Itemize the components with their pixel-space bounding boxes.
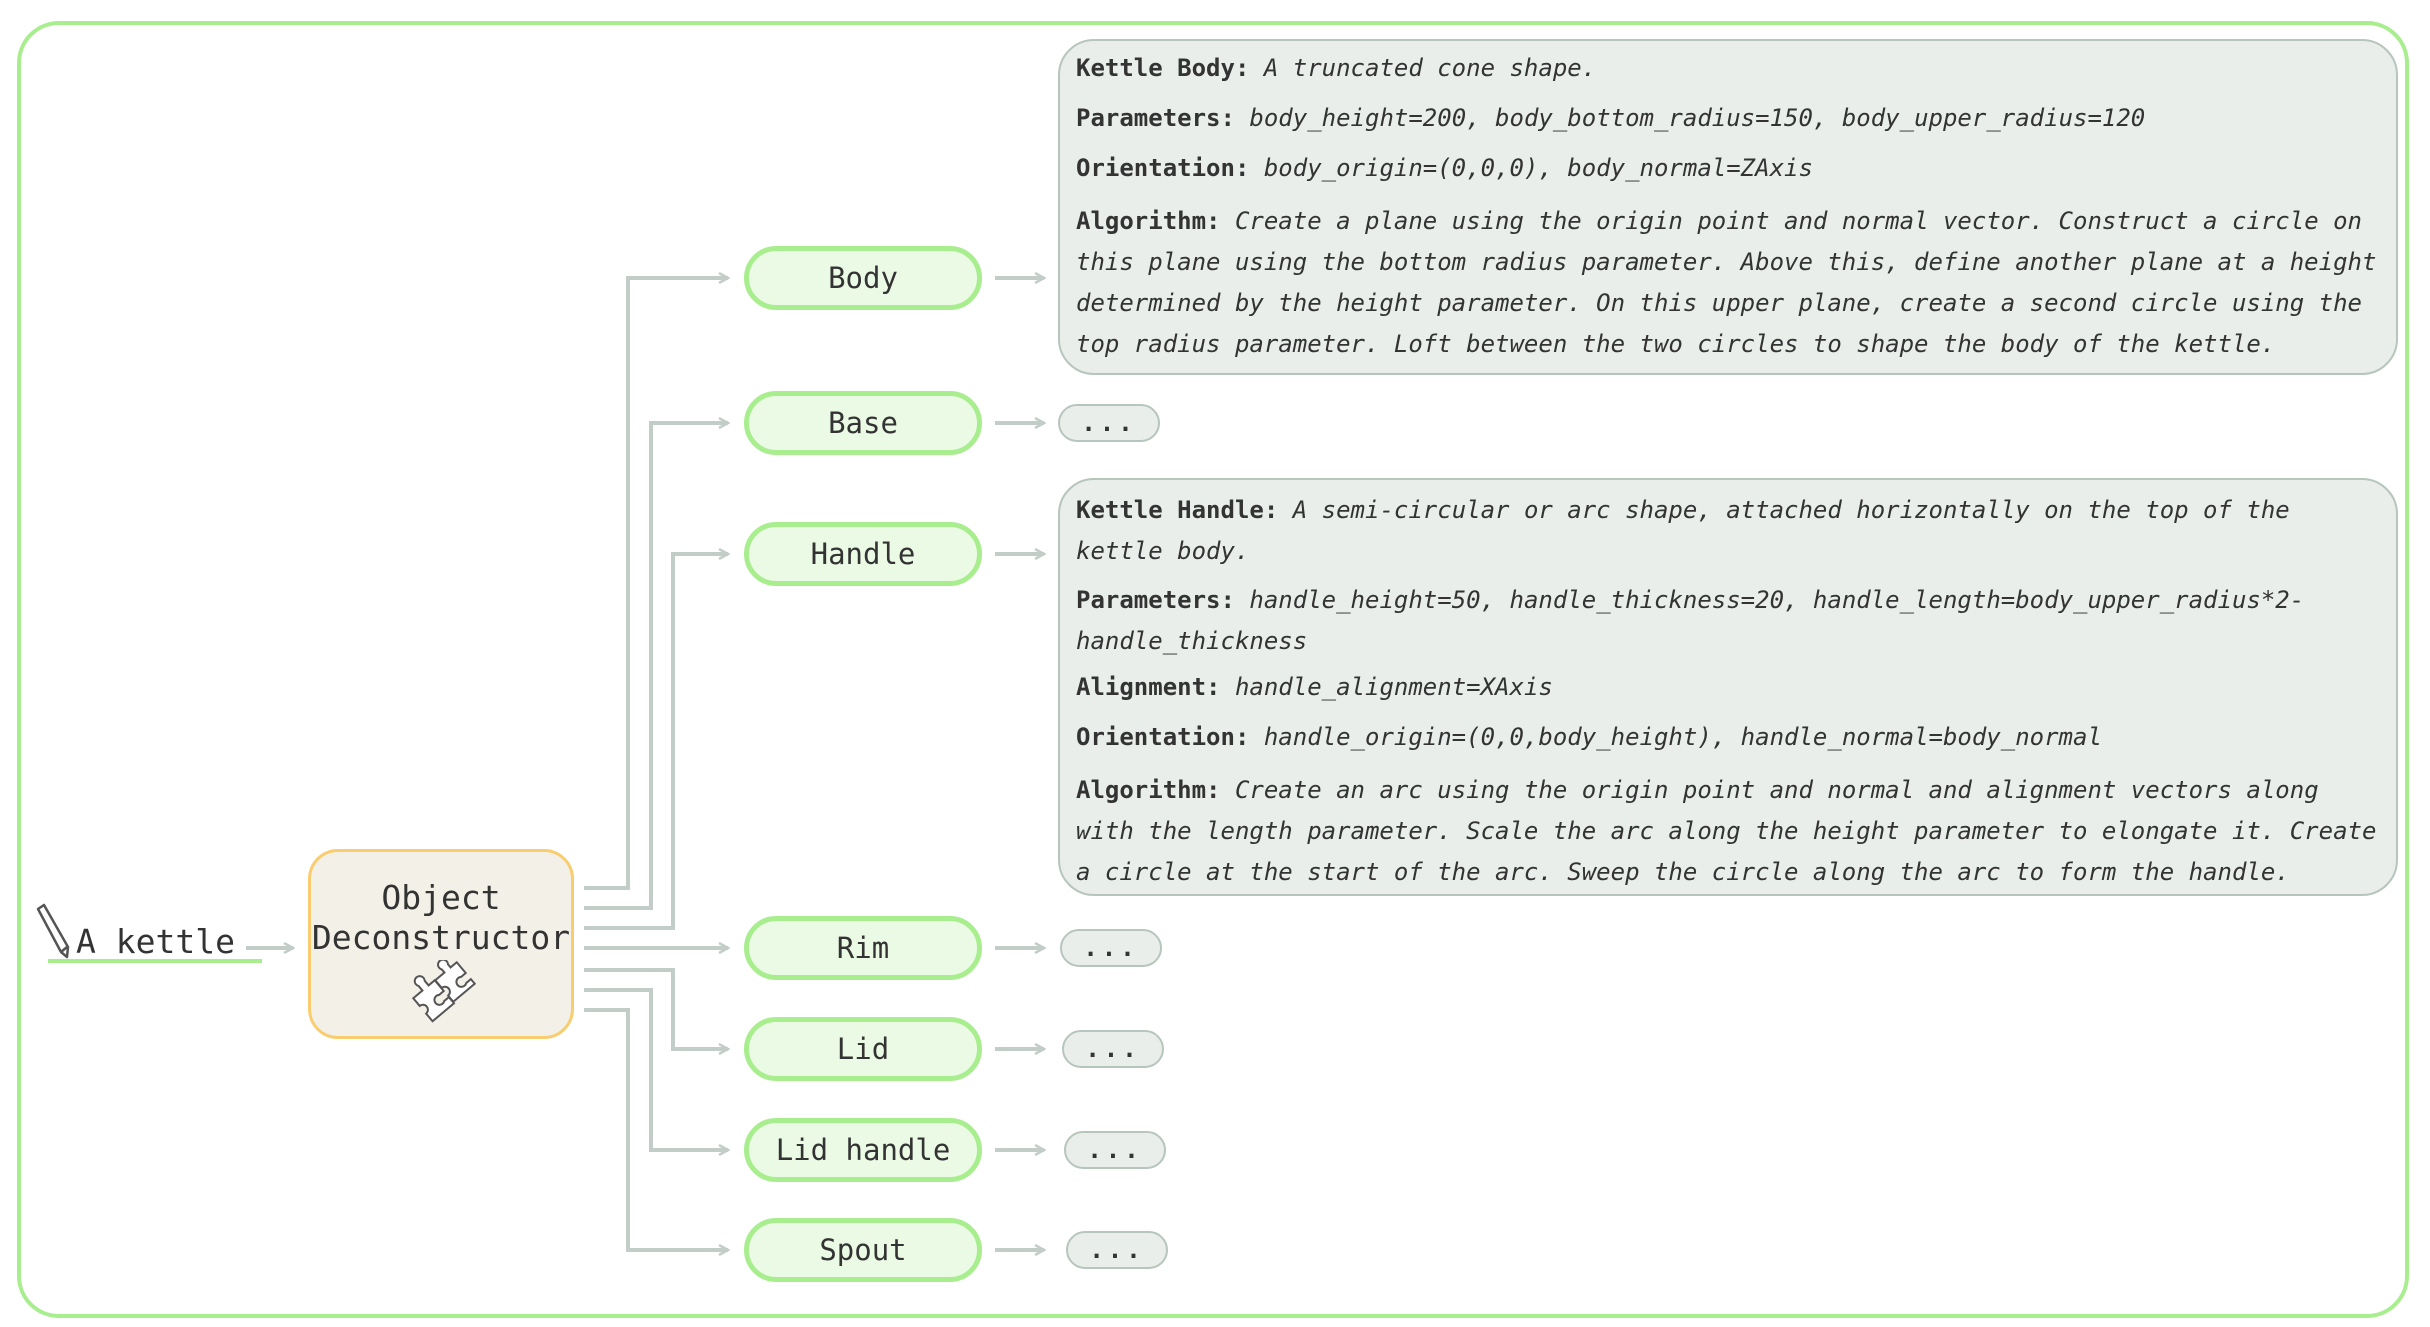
outer-frame (17, 21, 2409, 1318)
part-node-rim: Rim (744, 916, 982, 980)
deconstructor-label-line2: Deconstructor (311, 918, 571, 957)
body-detail-box: Kettle Body: A truncated cone shape. Par… (1058, 39, 2398, 375)
body-detail-orientation: Orientation: body_origin=(0,0,0), body_n… (1076, 151, 2382, 185)
part-node-lid-handle: Lid handle (744, 1118, 982, 1182)
body-orient-key: Orientation: (1076, 154, 1250, 182)
lid-handle-detail-ellipsis: ... (1064, 1131, 1166, 1169)
part-node-handle: Handle (744, 522, 982, 586)
body-detail-algorithm: Algorithm: Create a plane using the orig… (1076, 201, 2382, 365)
handle-align-value: handle_alignment=XAxis (1234, 673, 1553, 701)
handle-detail-box: Kettle Handle: A semi-circular or arc sh… (1058, 478, 2398, 896)
handle-detail-title: Kettle Handle: A semi-circular or arc sh… (1076, 490, 2382, 572)
handle-detail-algorithm: Algorithm: Create an arc using the origi… (1076, 770, 2382, 893)
handle-align-key: Alignment: (1076, 673, 1221, 701)
puzzle-icon (411, 960, 477, 1023)
body-algo-key: Algorithm: (1076, 207, 1221, 235)
body-orient-value: body_origin=(0,0,0), body_normal=ZAxis (1263, 154, 1813, 182)
part-node-base: Base (744, 391, 982, 455)
connector-base (584, 423, 728, 910)
connector-handle (584, 554, 728, 930)
connector-lid-handle (584, 988, 728, 1150)
body-title-key: Kettle Body: (1076, 54, 1250, 82)
deconstructor-label-line1: Object (381, 878, 501, 917)
handle-title-key: Kettle Handle: (1076, 496, 1279, 524)
handle-detail-alignment: Alignment: handle_alignment=XAxis (1076, 670, 2382, 704)
handle-params-key: Parameters: (1076, 586, 1235, 614)
connector-lid (584, 968, 728, 1049)
handle-params-value: handle_height=50, handle_thickness=20, h… (1076, 586, 2305, 655)
handle-title-value: A semi-circular or arc shape, attached h… (1076, 496, 2290, 565)
connector-spout (584, 1008, 728, 1250)
input-label: A kettle (76, 922, 235, 961)
body-detail-params: Parameters: body_height=200, body_bottom… (1076, 101, 2382, 135)
input-underline (48, 959, 262, 963)
handle-orient-value: handle_origin=(0,0,body_height), handle_… (1263, 723, 2102, 751)
object-deconstructor-node: Object Deconstructor (308, 849, 574, 1039)
spout-detail-ellipsis: ... (1066, 1231, 1168, 1269)
part-node-body: Body (744, 246, 982, 310)
part-node-spout: Spout (744, 1218, 982, 1282)
base-detail-ellipsis: ... (1058, 404, 1160, 442)
handle-algo-key: Algorithm: (1076, 776, 1221, 804)
body-detail-title: Kettle Body: A truncated cone shape. (1076, 51, 2382, 85)
handle-algo-value: Create an arc using the origin point and… (1076, 776, 2377, 886)
rim-detail-ellipsis: ... (1060, 929, 1162, 967)
body-params-value: body_height=200, body_bottom_radius=150,… (1249, 104, 2146, 132)
part-node-lid: Lid (744, 1017, 982, 1081)
lid-detail-ellipsis: ... (1062, 1030, 1164, 1068)
handle-detail-params: Parameters: handle_height=50, handle_thi… (1076, 580, 2382, 662)
connector-body (584, 278, 728, 890)
handle-orient-key: Orientation: (1076, 723, 1250, 751)
body-algo-value: Create a plane using the origin point an… (1076, 207, 2377, 358)
body-params-key: Parameters: (1076, 104, 1235, 132)
handle-detail-orientation: Orientation: handle_origin=(0,0,body_hei… (1076, 720, 2382, 754)
pencil-icon (36, 903, 70, 959)
body-title-value: A truncated cone shape. (1263, 54, 1597, 82)
